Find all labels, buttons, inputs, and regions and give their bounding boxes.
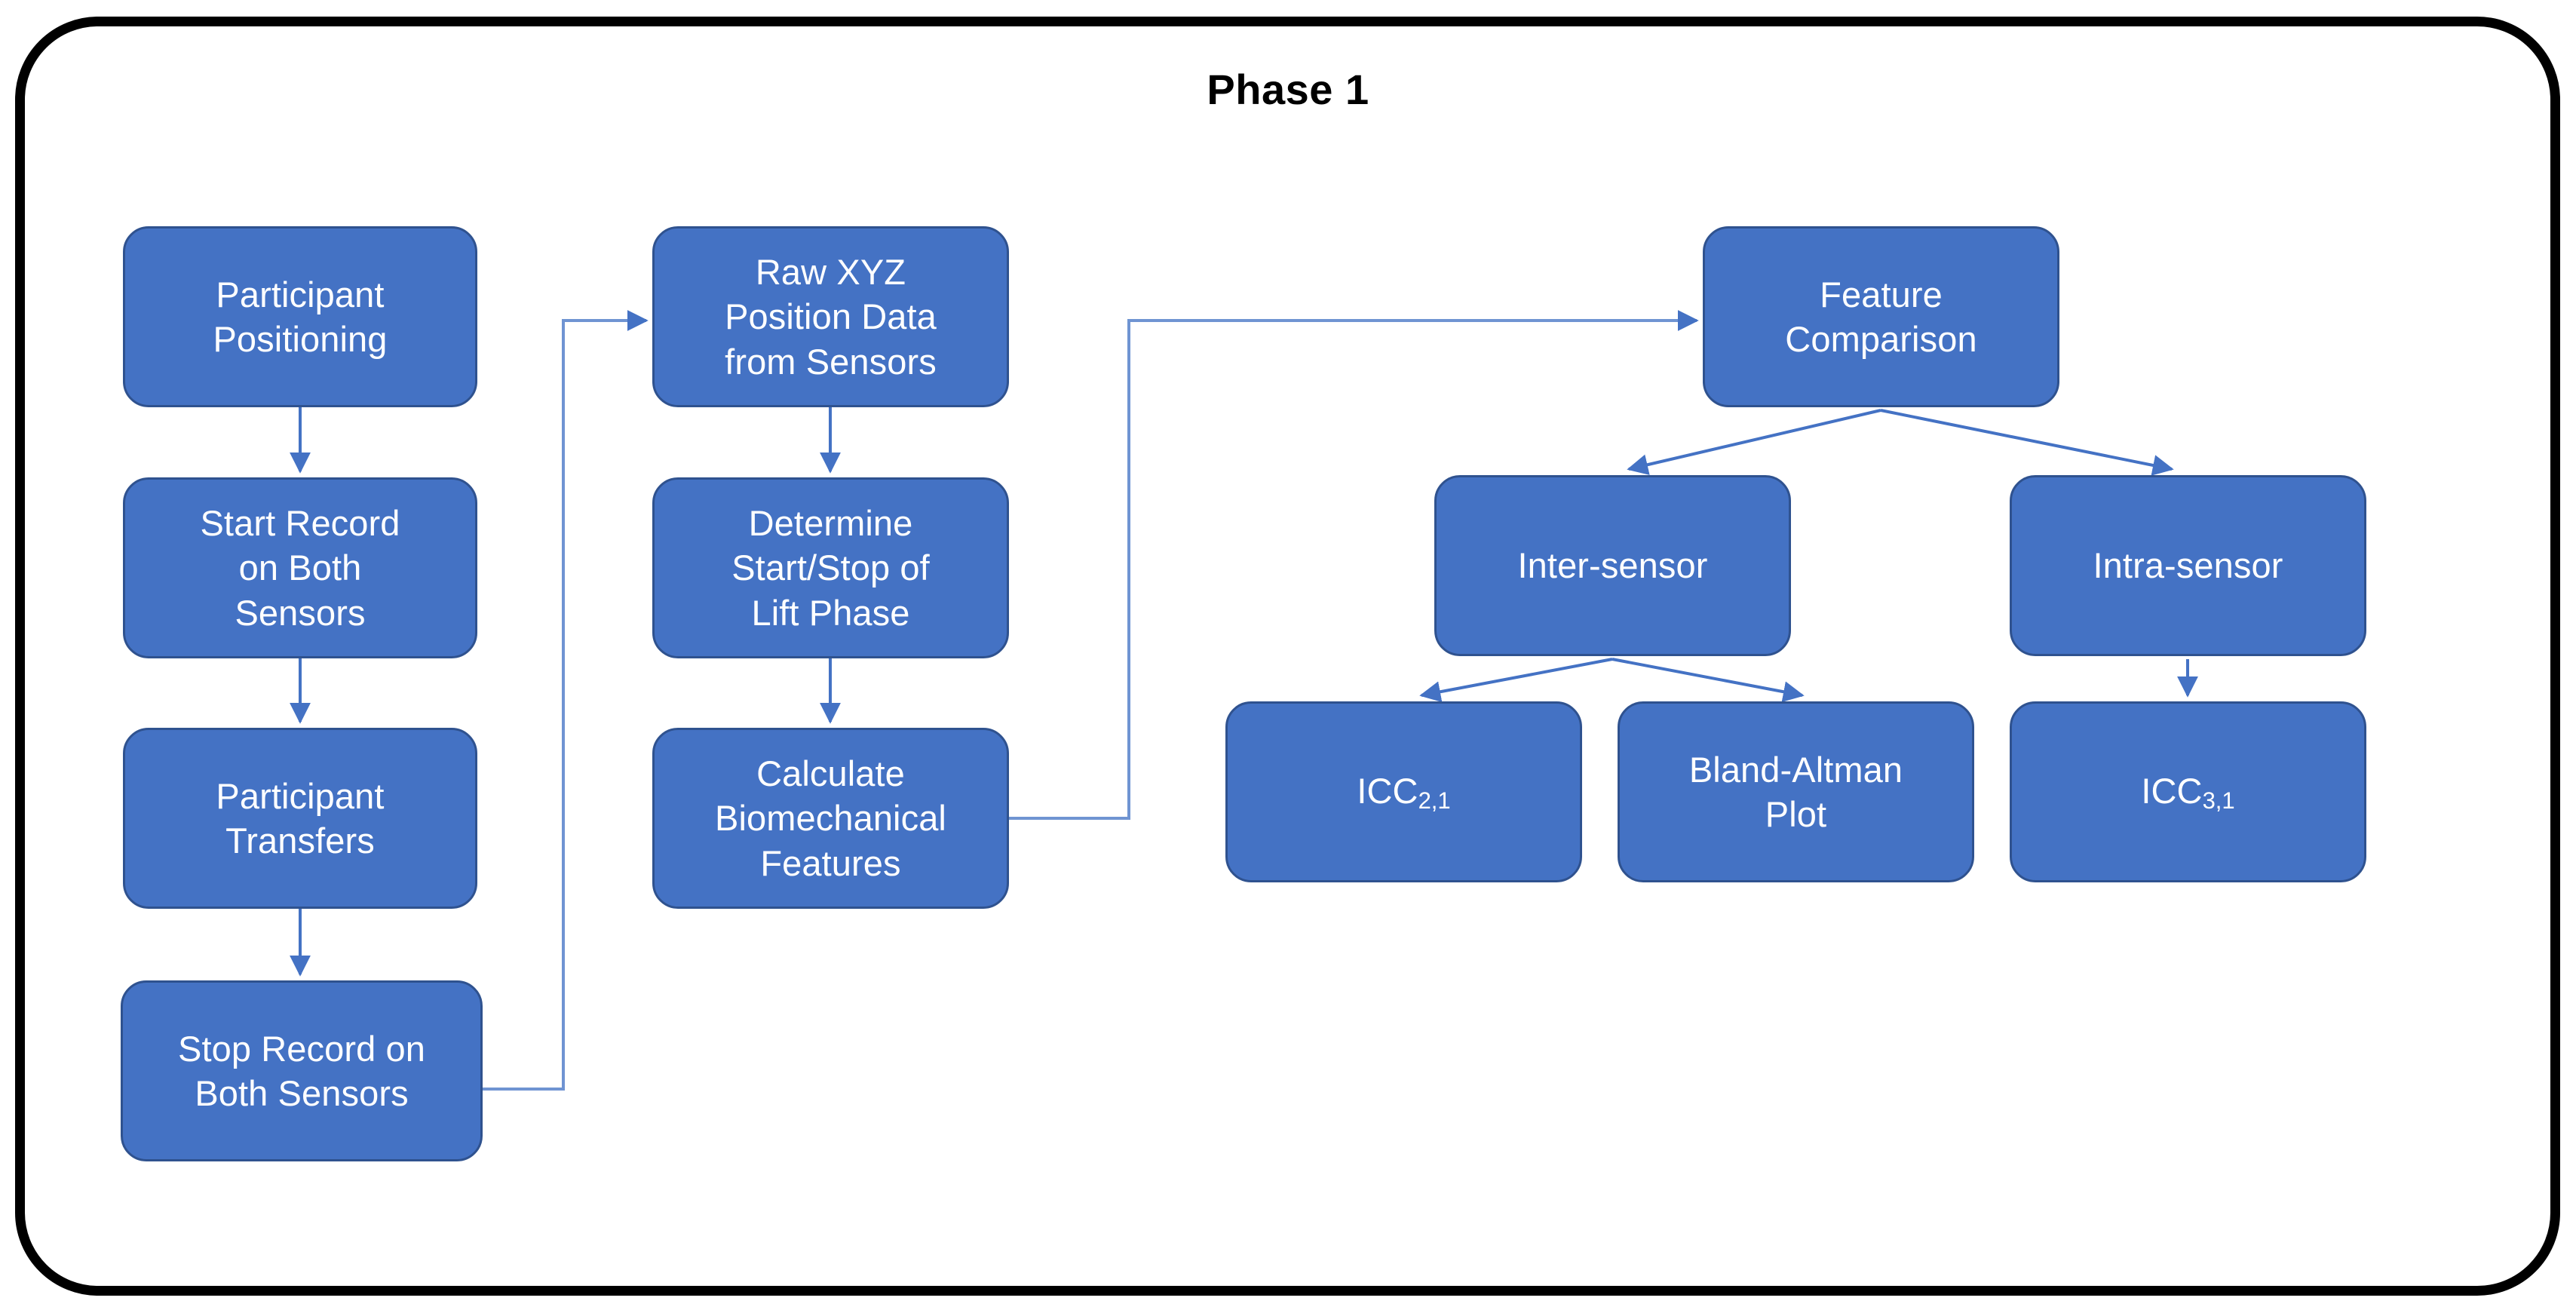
page-title: Phase 1 <box>1207 66 1369 113</box>
node-bland-altman-plot[interactable]: Bland-Altman Plot <box>1618 701 1974 882</box>
node-participant-transfers[interactable]: Participant Transfers <box>123 728 477 909</box>
node-label: Intra-sensor <box>2093 545 2283 586</box>
node-icc-2-1[interactable]: ICC2,1 <box>1225 701 1582 882</box>
node-label: Raw XYZ Position Data from Sensors <box>725 252 937 382</box>
node-label-subscript: 3,1 <box>2202 787 2235 814</box>
node-label: Participant Transfers <box>216 775 385 861</box>
node-label: Feature Comparison <box>1785 274 1977 359</box>
node-participant-positioning[interactable]: Participant Positioning <box>123 226 477 407</box>
node-raw-xyz-position-data[interactable]: Raw XYZ Position Data from Sensors <box>652 226 1009 407</box>
edge-inter-to-bland-altman <box>1612 658 1805 703</box>
node-inter-sensor[interactable]: Inter-sensor <box>1434 475 1791 656</box>
node-label-base: ICC <box>1357 771 1418 811</box>
node-label-subscript: 2,1 <box>1418 787 1451 814</box>
node-label: Calculate Biomechanical Features <box>715 753 946 883</box>
node-label: ICC2,1 <box>1237 769 1571 815</box>
edge-calculate-to-feature-comparison <box>1009 310 1699 820</box>
node-intra-sensor[interactable]: Intra-sensor <box>2010 475 2366 656</box>
node-label: ICC3,1 <box>2021 769 2355 815</box>
edge-inter-to-icc-2-1 <box>1419 658 1613 703</box>
edge-stop-record-to-raw-xyz <box>483 310 649 1091</box>
node-label: Participant Positioning <box>213 274 388 359</box>
node-determine-start-stop[interactable]: Determine Start/Stop of Lift Phase <box>652 477 1009 658</box>
node-feature-comparison[interactable]: Feature Comparison <box>1703 226 2059 407</box>
node-calculate-features[interactable]: Calculate Biomechanical Features <box>652 728 1009 909</box>
node-label: Bland-Altman Plot <box>1688 749 1903 834</box>
node-label: Stop Record on Both Sensors <box>178 1028 425 1113</box>
node-label: Start Record on Both Sensors <box>200 503 400 633</box>
node-stop-record[interactable]: Stop Record on Both Sensors <box>121 980 483 1161</box>
edge-feature-comparison-to-inter <box>1627 409 1881 475</box>
node-icc-3-1[interactable]: ICC3,1 <box>2010 701 2366 882</box>
node-label: Inter-sensor <box>1517 545 1708 586</box>
node-start-record[interactable]: Start Record on Both Sensors <box>123 477 477 658</box>
node-label-base: ICC <box>2141 771 2203 811</box>
node-label: Determine Start/Stop of Lift Phase <box>731 503 930 633</box>
edge-feature-comparison-to-intra <box>1880 409 2174 476</box>
